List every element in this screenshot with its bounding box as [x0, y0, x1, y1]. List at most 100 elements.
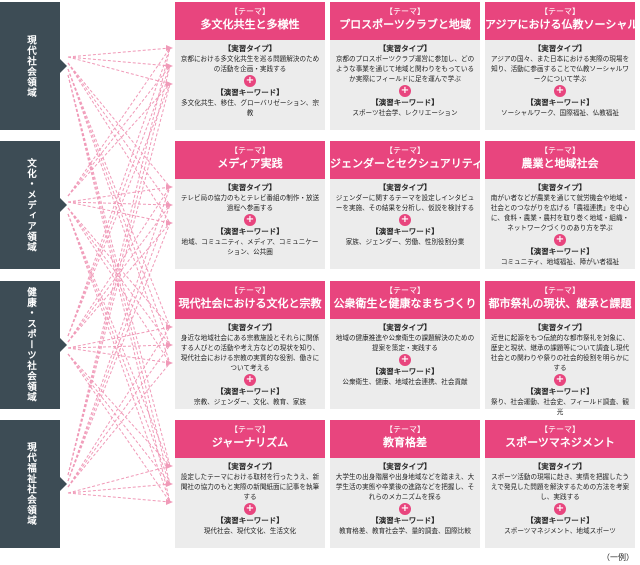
type-heading: 【実習タイプ】	[378, 183, 432, 192]
connector-line	[67, 65, 171, 476]
arrow-head	[166, 81, 173, 87]
keyword-heading: 【演習キーワード】	[216, 227, 284, 236]
theme-tag: 【テーマ】	[385, 146, 425, 155]
type-heading: 【実習タイプ】	[378, 462, 432, 471]
connector-line	[67, 47, 171, 476]
card-body: 【実習タイプ】大学生の出身階層や出身地域などを踏まえ、大学生活の実態や卒業後の進…	[330, 458, 480, 536]
card-title: 公衆衛生と健康なまちづくり	[333, 297, 477, 310]
example-note: （一例）	[602, 553, 634, 562]
card-body: 【実習タイプ】京都における多文化共生を巡る問題解決のための活動を企画・実践する+…	[175, 40, 325, 118]
arrow-head	[166, 45, 173, 51]
connector-line	[67, 353, 171, 467]
keyword-text: 公衆衛生、健康、地域社会連携、社会貢献	[342, 378, 468, 386]
theme-tag: 【テーマ】	[540, 146, 580, 155]
plus-icon: +	[244, 75, 256, 87]
type-heading: 【実習タイプ】	[533, 323, 587, 332]
theme-card: 【テーマ】公衆衛生と健康なまちづくり【実習タイプ】地域の健康推進や公衆衛生の課題…	[330, 281, 480, 409]
keyword-text: 祭り、社会運動、社会史、フィールド調査、観光	[490, 398, 630, 416]
plus-icon: +	[554, 234, 566, 246]
connector-line	[67, 56, 171, 85]
connector-line	[67, 492, 171, 503]
field-label: 文化・メディア領域	[25, 157, 36, 253]
field-label: 現代福祉社会領域	[25, 442, 36, 526]
type-heading: 【実習タイプ】	[223, 462, 277, 471]
field-label: 健康・スポーツ社会領域	[25, 287, 36, 403]
connector-line	[67, 56, 171, 67]
card-body: 【実習タイプ】ジェンダーに関するテーマを設定しインタビューを実施、その結果を分析…	[330, 179, 480, 247]
connector-line	[67, 62, 171, 224]
arrow-head	[166, 220, 173, 226]
plus-icon: +	[244, 374, 256, 386]
keyword-text: スポーツマネジメント、地域スポーツ	[504, 527, 616, 535]
arrow-head	[166, 463, 173, 469]
connector-line	[67, 83, 171, 476]
keyword-heading: 【演習キーワード】	[526, 247, 594, 256]
card-title: 現代社会における文化と宗教	[178, 297, 322, 310]
arrow-head	[166, 202, 173, 208]
card-title: メディア実践	[217, 157, 283, 170]
card-body: 【実習タイプ】近世に起源をもつ伝統的な都市祭礼を対象に、歴史と現状、継承の課題等…	[485, 319, 635, 417]
type-text: 身近な地域社会にある宗教施設とそれらに関係する人びとの活動や考え方などの現状を知…	[180, 334, 320, 372]
keyword-heading: 【演習キーワード】	[526, 98, 594, 107]
type-text: 近世に起源をもつ伝統的な都市祭礼を対象に、歴史と現状、継承の課題等について調査し…	[490, 334, 630, 372]
connector-line	[67, 207, 171, 346]
field-welfare: 現代福祉社会領域	[0, 420, 67, 548]
connector-line	[67, 353, 171, 485]
theme-card: 【テーマ】都市祭礼の現状、継承と課題【実習タイプ】近世に起源をもつ伝統的な都市祭…	[485, 281, 635, 416]
type-heading: 【実習タイプ】	[533, 44, 587, 53]
theme-card: 【テーマ】メディア実践【実習タイプ】テレビ局の協力のもとテレビ番組の制作・放送過…	[175, 141, 325, 269]
connector-line	[67, 222, 171, 343]
keyword-heading: 【演習キーワード】	[216, 516, 284, 525]
theme-tag: 【テーマ】	[385, 7, 425, 16]
connector-line	[67, 213, 171, 485]
plus-icon: +	[399, 503, 411, 515]
plus-icon: +	[399, 214, 411, 226]
type-heading: 【実習タイプ】	[533, 462, 587, 471]
plus-icon: +	[399, 85, 411, 97]
card-header: 【テーマ】ジェンダーとセクシュアリティ	[330, 141, 484, 179]
type-heading: 【実習タイプ】	[223, 323, 277, 332]
type-text: スポーツ活動の現場に赴き、実情を把握したうえで発見した問題を解決するための方法を…	[490, 473, 630, 501]
connector-line	[67, 347, 171, 364]
arrow-head	[166, 63, 173, 69]
card-header: 【テーマ】現代社会における文化と宗教	[175, 281, 325, 319]
theme-tag: 【テーマ】	[230, 425, 270, 434]
connector-line	[67, 207, 171, 328]
theme-card: 【テーマ】プロスポーツクラブと地域【実習タイプ】京都のプロスポーツクラブ運営に参…	[330, 2, 480, 130]
connector-line	[67, 326, 171, 349]
card-body: 【実習タイプ】地域の健康推進や公衆衛生の課題解決のための提案を策定・実践する+【…	[330, 319, 480, 387]
arrow-head	[166, 342, 173, 348]
theme-tag: 【テーマ】	[230, 286, 270, 295]
theme-tag: 【テーマ】	[540, 425, 580, 434]
field-health-sports: 健康・スポーツ社会領域	[0, 281, 67, 409]
type-text: 地域の健康推進や公衆衛生の課題解決のための提案を策定・実践する	[335, 334, 475, 352]
type-text: テレビ局の協力のもとテレビ番組の制作・放送過程へ参画する	[180, 194, 320, 212]
arrow-head	[166, 481, 173, 487]
plus-icon: +	[554, 374, 566, 386]
theme-card: 【テーマ】多文化共生と多様性【実習タイプ】京都における多文化共生を巡る問題解決の…	[175, 2, 325, 130]
card-title: 多文化共生と多様性	[200, 18, 300, 31]
keyword-heading: 【演習キーワード】	[526, 516, 594, 525]
keyword-text: 教育格差、教育社会学、量的調査、国際比較	[339, 527, 471, 535]
connector-line	[67, 65, 171, 197]
type-heading: 【実習タイプ】	[223, 183, 277, 192]
card-title: ジェンダーとセクシュアリティ	[330, 157, 484, 170]
connector-line	[67, 483, 171, 494]
type-text: 京都における多文化共生を巡る問題解決のための活動を企画・実践する	[180, 55, 320, 73]
connector-line	[67, 62, 171, 206]
card-header: 【テーマ】ジャーナリズム	[175, 420, 325, 458]
type-text: 京都のプロスポーツクラブ運営に参加し、どのような事業を通じて地域と関わりをもって…	[335, 55, 475, 83]
connector-line	[67, 213, 171, 467]
plus-icon: +	[244, 214, 256, 226]
connector-line	[67, 62, 171, 188]
card-header: 【テーマ】農業と地域社会	[485, 141, 635, 179]
keyword-heading: 【演習キーワード】	[216, 88, 284, 97]
keyword-heading: 【演習キーワード】	[216, 387, 284, 396]
connector-line	[67, 47, 171, 337]
card-body: 【実習タイプ】アジアの国々、また日本における実際の現場を知り、活動に参画すること…	[485, 40, 635, 118]
keyword-text: ソーシャルワーク、国際福祉、仏教福祉	[501, 109, 619, 117]
type-text: アジアの国々、また日本における実際の現場を知り、活動に参画することで仏教ソーシャ…	[490, 55, 630, 83]
connector-line	[67, 222, 171, 482]
theme-card: 【テーマ】アジアにおける仏教ソーシャルワーク【実習タイプ】アジアの国々、また日本…	[485, 2, 640, 130]
card-header: 【テーマ】都市祭礼の現状、継承と課題	[485, 281, 635, 319]
